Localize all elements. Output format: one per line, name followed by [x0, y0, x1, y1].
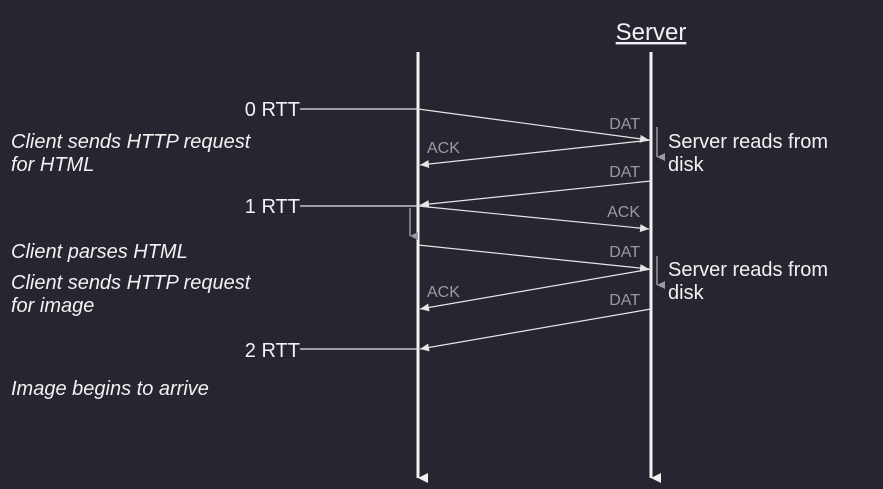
packet-ack-html-request [419, 139, 652, 169]
rtt-label-1: 1 RTT [245, 196, 300, 218]
packet-label-dat-2: DAT [609, 164, 640, 181]
packet-label-ack-3: ACK [427, 284, 460, 301]
client-note-request-image-line1: Client sends HTTP request [11, 272, 252, 294]
packet-ack-image-request [419, 268, 652, 312]
client-note-request-image-line2: for image [11, 295, 94, 317]
client-note-request-html-line2: for HTML [11, 154, 94, 176]
client-note-parses-html: Client parses HTML [11, 241, 188, 263]
packet-label-ack-2: ACK [607, 204, 640, 221]
packet-label-dat-1: DAT [609, 116, 640, 133]
packet-dat-html-response [419, 180, 652, 209]
packet-label-dat-4: DAT [609, 292, 640, 309]
server-note-reads-disk-1-line1: Server reads from [668, 131, 828, 153]
client-note-image-arrives: Image begins to arrive [11, 378, 209, 400]
server-note-reads-disk-2-line2: disk [668, 282, 705, 304]
server-note-reads-disk-2-line1: Server reads from [668, 259, 828, 281]
packet-label-dat-3: DAT [609, 244, 640, 261]
packet-ack-html-response [417, 205, 650, 233]
client-note-request-html-line1: Client sends HTTP request [11, 131, 252, 153]
server-note-reads-disk-1-line2: disk [668, 154, 705, 176]
packet-dat-request-html [417, 108, 650, 143]
packet-label-ack-1: ACK [427, 140, 460, 157]
packet-dat-request-image [417, 244, 650, 273]
packet-dat-image-response [419, 308, 652, 352]
server-title: Server [616, 19, 687, 46]
rtt-label-2: 2 RTT [245, 340, 300, 362]
rtt-label-0: 0 RTT [245, 99, 300, 121]
